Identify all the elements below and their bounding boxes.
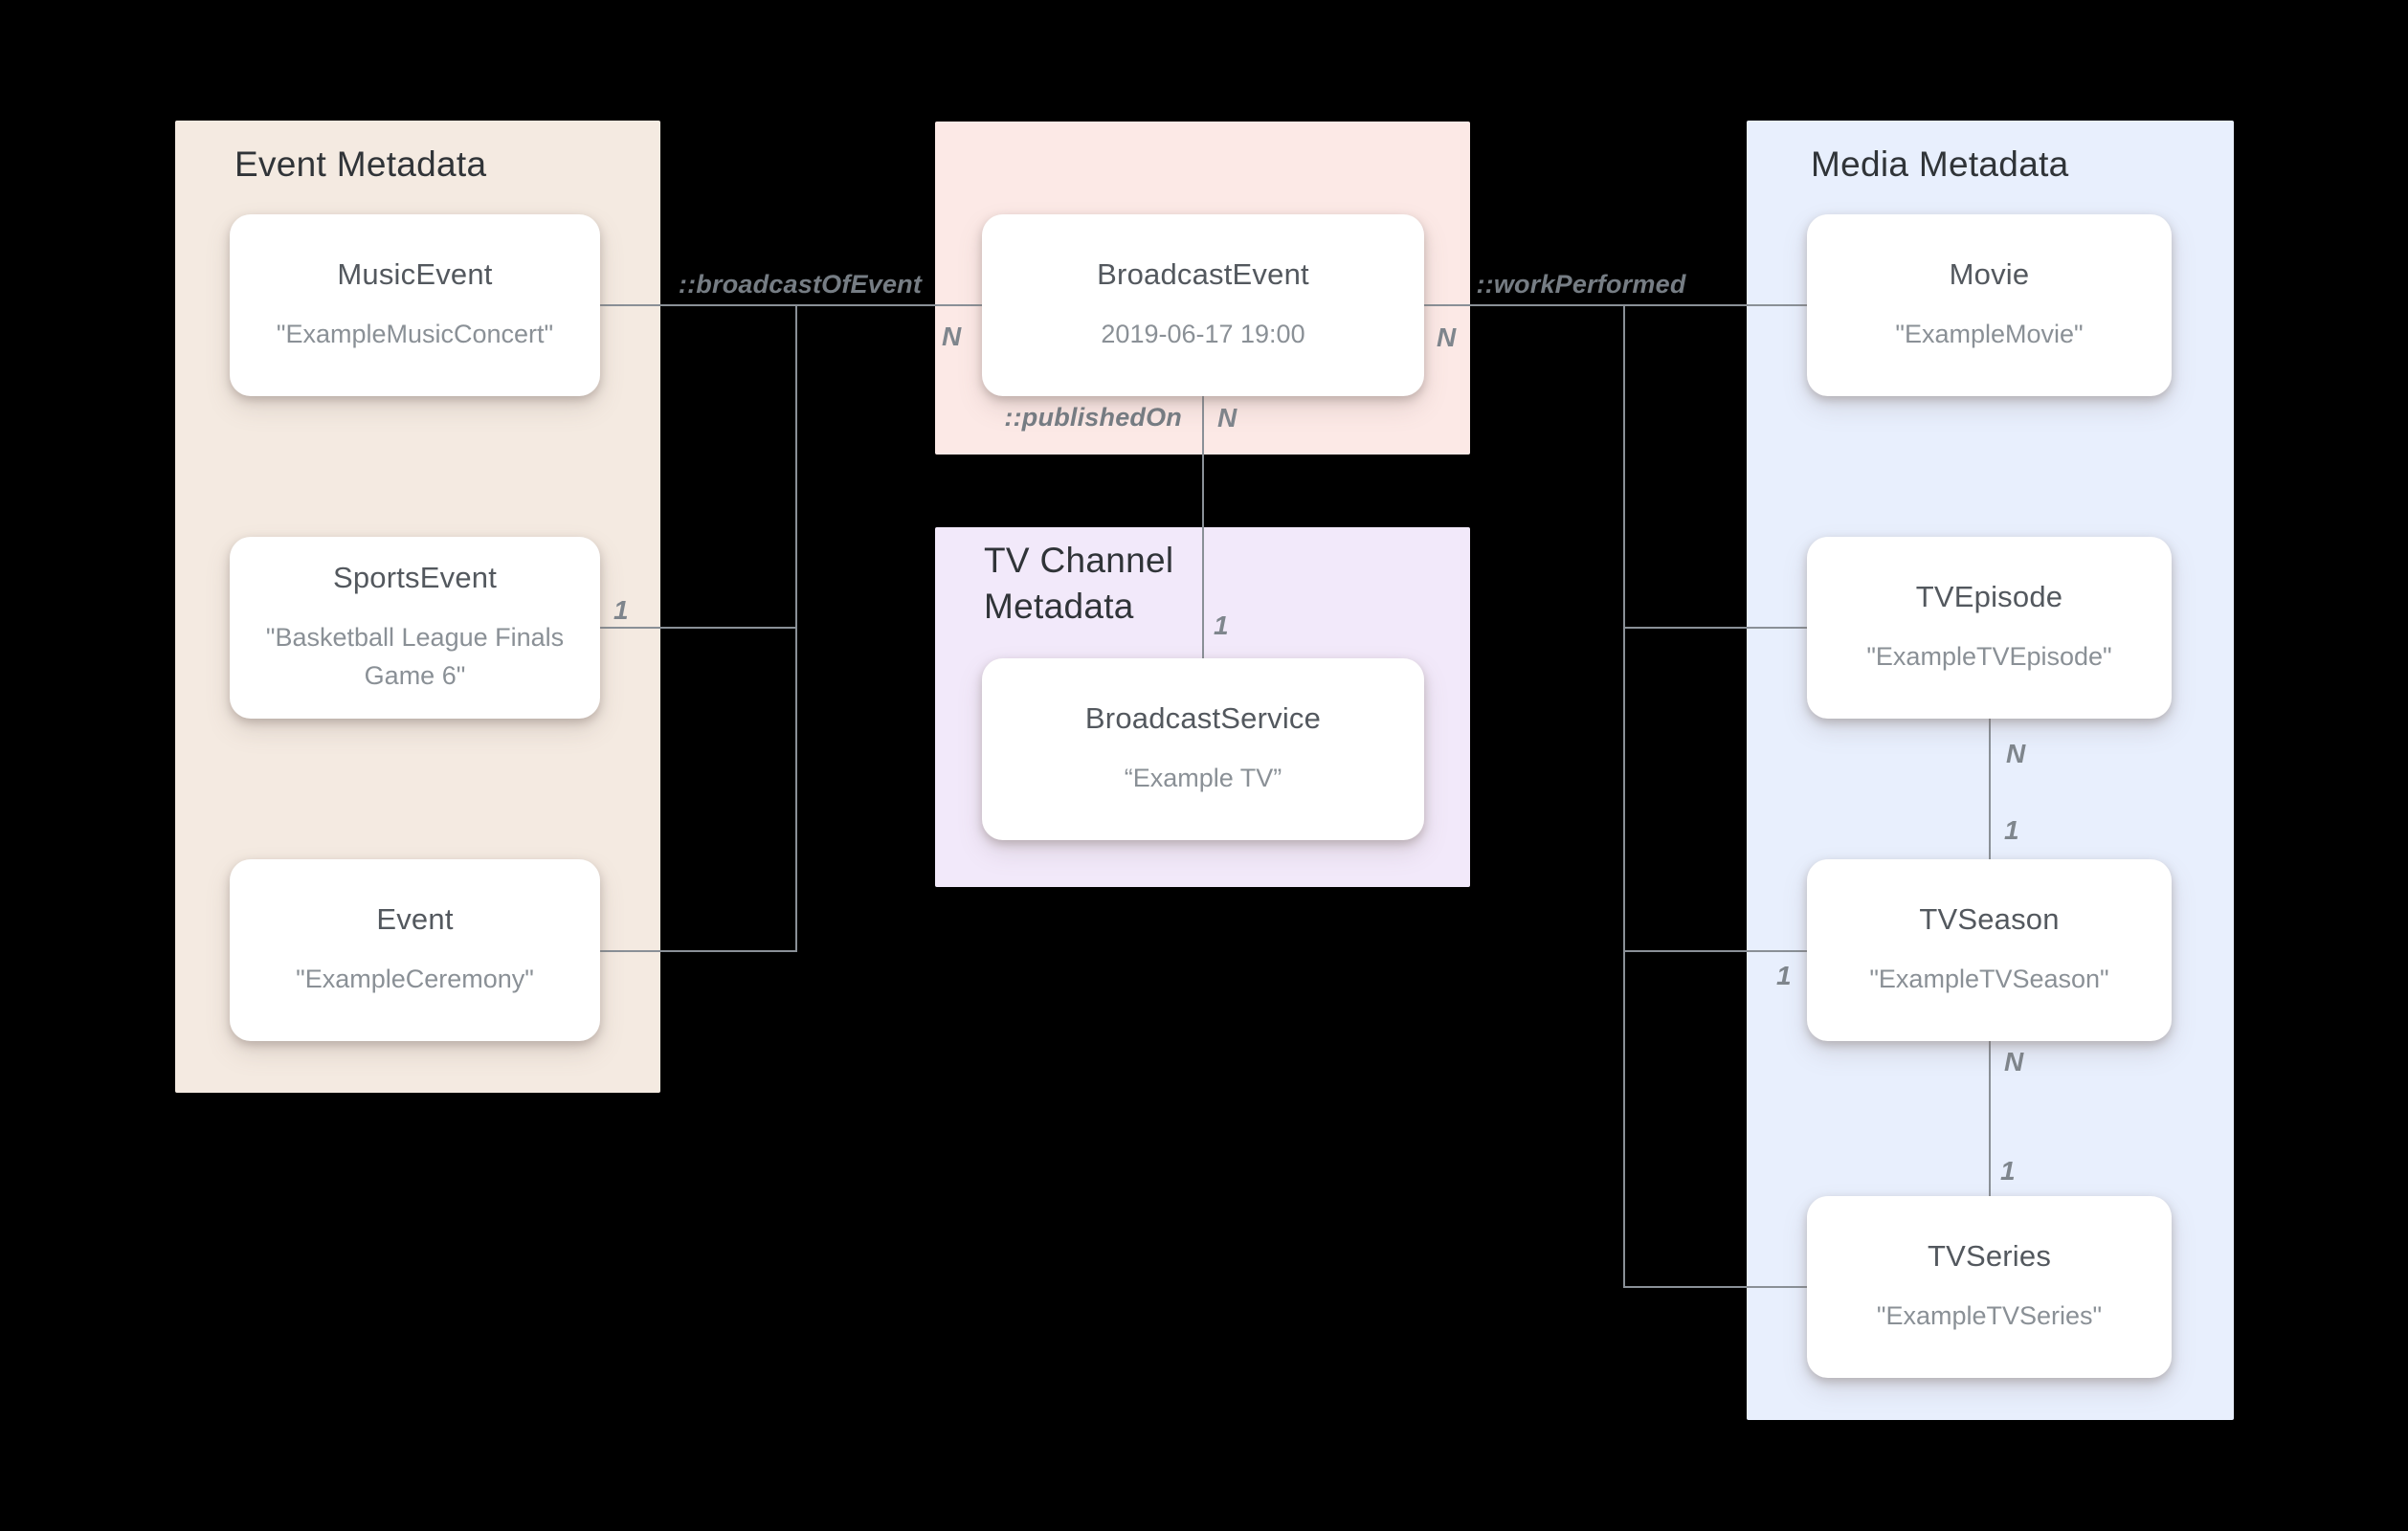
node-tv-episode: TVEpisode "ExampleTVEpisode" (1807, 537, 2172, 719)
cardinality-episode-season-1: 1 (2004, 815, 2019, 845)
cardinality-season-series-1: 1 (2000, 1156, 2016, 1186)
edge-broadcast-of-event-main (598, 304, 982, 306)
node-broadcast-event-subtitle: 2019-06-17 19:00 (1101, 320, 1305, 348)
node-event-subtitle: "ExampleCeremony" (296, 965, 534, 993)
node-sports-event-subtitle: "Basketball League Finals Game 6" (265, 623, 565, 690)
edge-label-work-performed: ::workPerformed (1476, 270, 1686, 299)
edge-event-branch (598, 950, 797, 952)
node-tv-series: TVSeries "ExampleTVSeries" (1807, 1196, 2172, 1378)
node-movie: Movie "ExampleMovie" (1807, 214, 2172, 396)
node-sports-event-title: SportsEvent (332, 561, 498, 594)
edge-label-published-on: ::publishedOn (1004, 403, 1182, 432)
cardinality-work-performed-n: N (1437, 322, 1457, 352)
media-metadata-title: Media Metadata (1811, 144, 2069, 184)
node-tv-season-subtitle: "ExampleTVSeason" (1869, 965, 2109, 993)
cardinality-published-on-n: N (1217, 403, 1237, 433)
event-metadata-title: Event Metadata (234, 144, 487, 184)
cardinality-season-series-n: N (2004, 1047, 2024, 1076)
node-tv-episode-subtitle: "ExampleTVEpisode" (1866, 642, 2112, 671)
cardinality-work-performed-1: 1 (1776, 961, 1792, 990)
tv-channel-metadata-title: TV Channel Metadata (984, 541, 1174, 626)
node-broadcast-service-subtitle: “Example TV” (1124, 764, 1282, 792)
node-movie-subtitle: "ExampleMovie" (1895, 320, 2084, 348)
cardinality-published-on-1: 1 (1214, 610, 1229, 640)
node-tv-series-title: TVSeries (1927, 1239, 2052, 1273)
node-broadcast-event-title: BroadcastEvent (1097, 257, 1309, 291)
edge-tv-season-branch (1625, 950, 1807, 952)
edge-sports-event-branch (598, 627, 797, 629)
node-broadcast-service-title: BroadcastService (1084, 701, 1322, 735)
cardinality-broadcast-of-event-n: N (942, 322, 962, 351)
node-tv-episode-title: TVEpisode (1915, 580, 2063, 613)
edge-season-series (1989, 1041, 1991, 1196)
cardinality-episode-season-n: N (2006, 739, 2026, 768)
edge-tv-series-branch (1625, 1286, 1807, 1288)
node-movie-title: Movie (1949, 257, 2030, 291)
node-tv-season-title: TVSeason (1919, 902, 2060, 936)
edge-tv-episode-branch (1625, 627, 1807, 629)
edge-right-trunk (1623, 304, 1625, 1288)
node-music-event-title: MusicEvent (337, 257, 493, 291)
edge-episode-season (1989, 719, 1991, 859)
edge-published-on (1202, 396, 1204, 658)
node-music-event: MusicEvent "ExampleMusicConcert" (230, 214, 600, 396)
node-broadcast-service: BroadcastService “Example TV” (982, 658, 1424, 840)
node-event-title: Event (376, 902, 454, 936)
node-tv-season: TVSeason "ExampleTVSeason" (1807, 859, 2172, 1041)
node-event: Event "ExampleCeremony" (230, 859, 600, 1041)
node-broadcast-event: BroadcastEvent 2019-06-17 19:00 (982, 214, 1424, 396)
node-music-event-subtitle: "ExampleMusicConcert" (276, 320, 554, 348)
node-sports-event: SportsEvent "Basketball League Finals Ga… (230, 537, 600, 719)
edge-work-performed-main (1424, 304, 1807, 306)
edge-label-broadcast-of-event: ::broadcastOfEvent (678, 270, 923, 299)
node-tv-series-subtitle: "ExampleTVSeries" (1876, 1301, 2103, 1330)
cardinality-sports-event-1: 1 (613, 595, 629, 625)
